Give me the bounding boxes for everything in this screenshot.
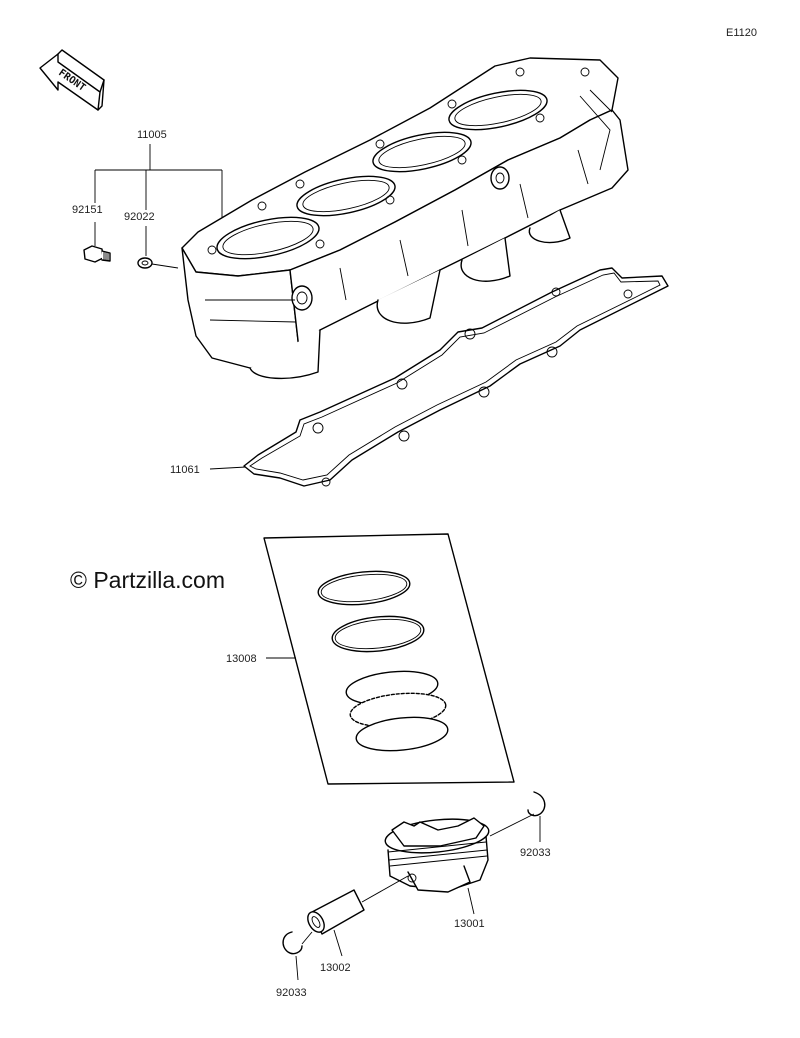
piston <box>384 817 490 893</box>
callout-92033-right: 92033 <box>520 847 551 859</box>
circlip-right-icon <box>527 791 546 817</box>
callout-13002: 13002 <box>320 962 351 974</box>
circlip-left-icon <box>282 931 303 955</box>
base-gasket <box>243 267 669 487</box>
callout-bracket-11005 <box>94 144 223 256</box>
diagram-code: E1120 <box>726 27 757 39</box>
piston-ring-set <box>263 533 515 785</box>
callout-13008: 13008 <box>226 653 257 665</box>
callout-13001: 13001 <box>454 918 485 930</box>
callout-92022: 92022 <box>124 211 155 223</box>
bolt-icon <box>83 245 111 263</box>
circlip-right-leader <box>489 813 535 837</box>
watermark: © Partzilla.com <box>70 567 225 593</box>
gasket-leader <box>209 466 247 470</box>
pin-leader <box>333 929 343 957</box>
cylinder-block <box>181 57 629 380</box>
callout-92151: 92151 <box>72 204 103 216</box>
pin-to-piston-line <box>361 875 409 903</box>
front-arrow-icon: FRONT <box>39 49 105 111</box>
callout-11061: 11061 <box>170 464 200 476</box>
circlip-left-to-pin-line <box>301 931 313 945</box>
callout-92033-left: 92033 <box>276 987 307 999</box>
circlip-left-leader <box>295 955 299 981</box>
washer-leader <box>151 263 179 269</box>
piston-leader <box>467 887 475 915</box>
callout-11005: 11005 <box>137 129 167 141</box>
piston-pin <box>307 889 365 935</box>
washer-icon <box>137 257 153 269</box>
